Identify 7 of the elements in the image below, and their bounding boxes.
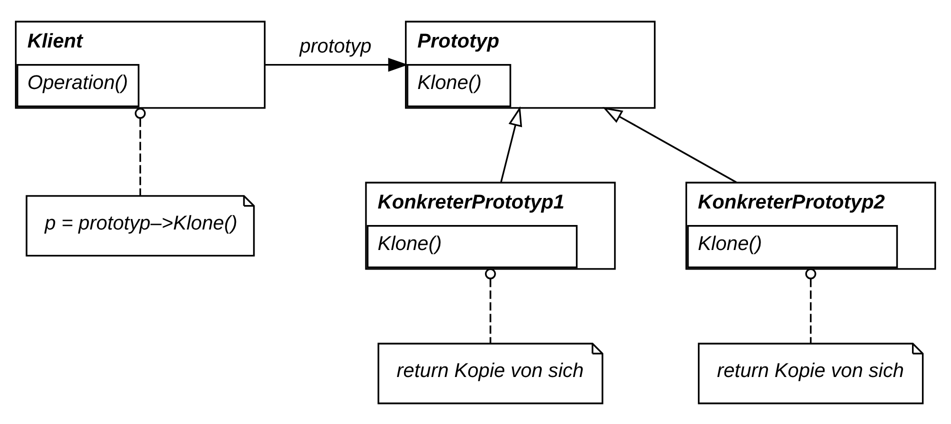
connector xyxy=(134,107,146,196)
arrow xyxy=(602,106,737,183)
arrow xyxy=(500,106,522,182)
edge-label: prototyp xyxy=(300,35,372,58)
arrow xyxy=(264,57,408,72)
connector xyxy=(805,268,816,343)
connector xyxy=(484,268,496,343)
